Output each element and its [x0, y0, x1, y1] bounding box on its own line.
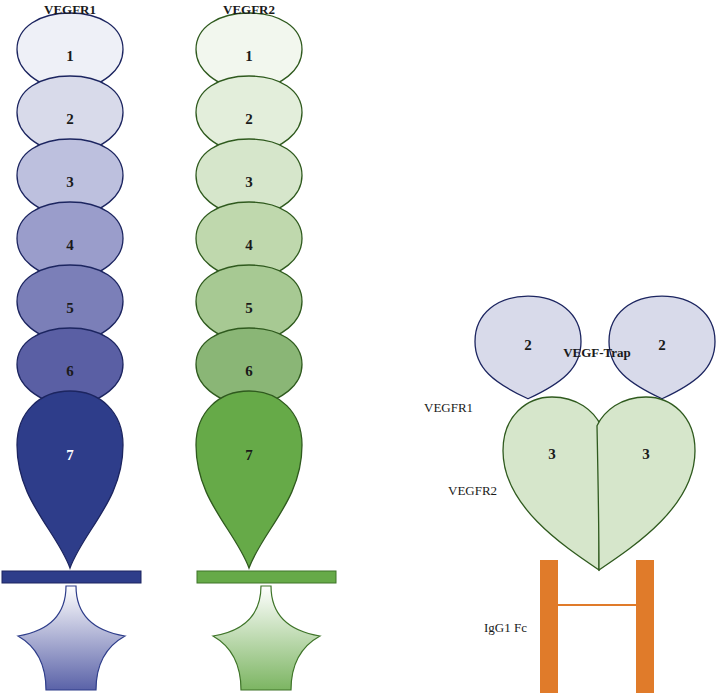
domain-number: 5 [195, 298, 303, 318]
domain-number: 3 [16, 172, 124, 192]
domain-number: 5 [16, 298, 124, 318]
domain-number: 2 [195, 109, 303, 129]
domain-number: 3 [195, 172, 303, 192]
domain-number: 4 [16, 235, 124, 255]
domain-number: 2 [16, 109, 124, 129]
kinase-domain [213, 586, 320, 690]
figure-title: VEGFR1 [44, 2, 96, 18]
fc-chain [540, 560, 558, 693]
domain-outline [195, 390, 303, 570]
membrane-bar [197, 571, 336, 583]
teardrop-domain: 7 [195, 390, 303, 570]
figure-title: VEGF-Trap [563, 345, 631, 361]
domain-number: 3 [502, 444, 602, 464]
part-label: VEGFR1 [424, 400, 473, 416]
domain-outline [16, 390, 124, 570]
kinase-domain [18, 586, 125, 690]
figure-title: VEGFR2 [223, 2, 275, 18]
domain-number: 6 [195, 361, 303, 381]
domain-outline [596, 396, 696, 571]
part-label: IgG1 Fc [484, 620, 527, 636]
domain-number: 1 [16, 46, 124, 66]
part-label: VEGFR2 [448, 483, 497, 499]
domain-number: 7 [195, 445, 303, 465]
disulfide-bond [558, 604, 636, 606]
domain-number: 3 [596, 444, 696, 464]
domain-number: 4 [195, 235, 303, 255]
domain-number: 1 [195, 46, 303, 66]
heart-domain: 3 [596, 396, 696, 571]
fc-chain [636, 560, 654, 693]
teardrop-domain: 7 [16, 390, 124, 570]
heart-domain: 3 [502, 396, 602, 571]
membrane-bar [2, 571, 141, 583]
domain-number: 6 [16, 361, 124, 381]
domain-outline [502, 396, 602, 571]
domain-number: 7 [16, 445, 124, 465]
